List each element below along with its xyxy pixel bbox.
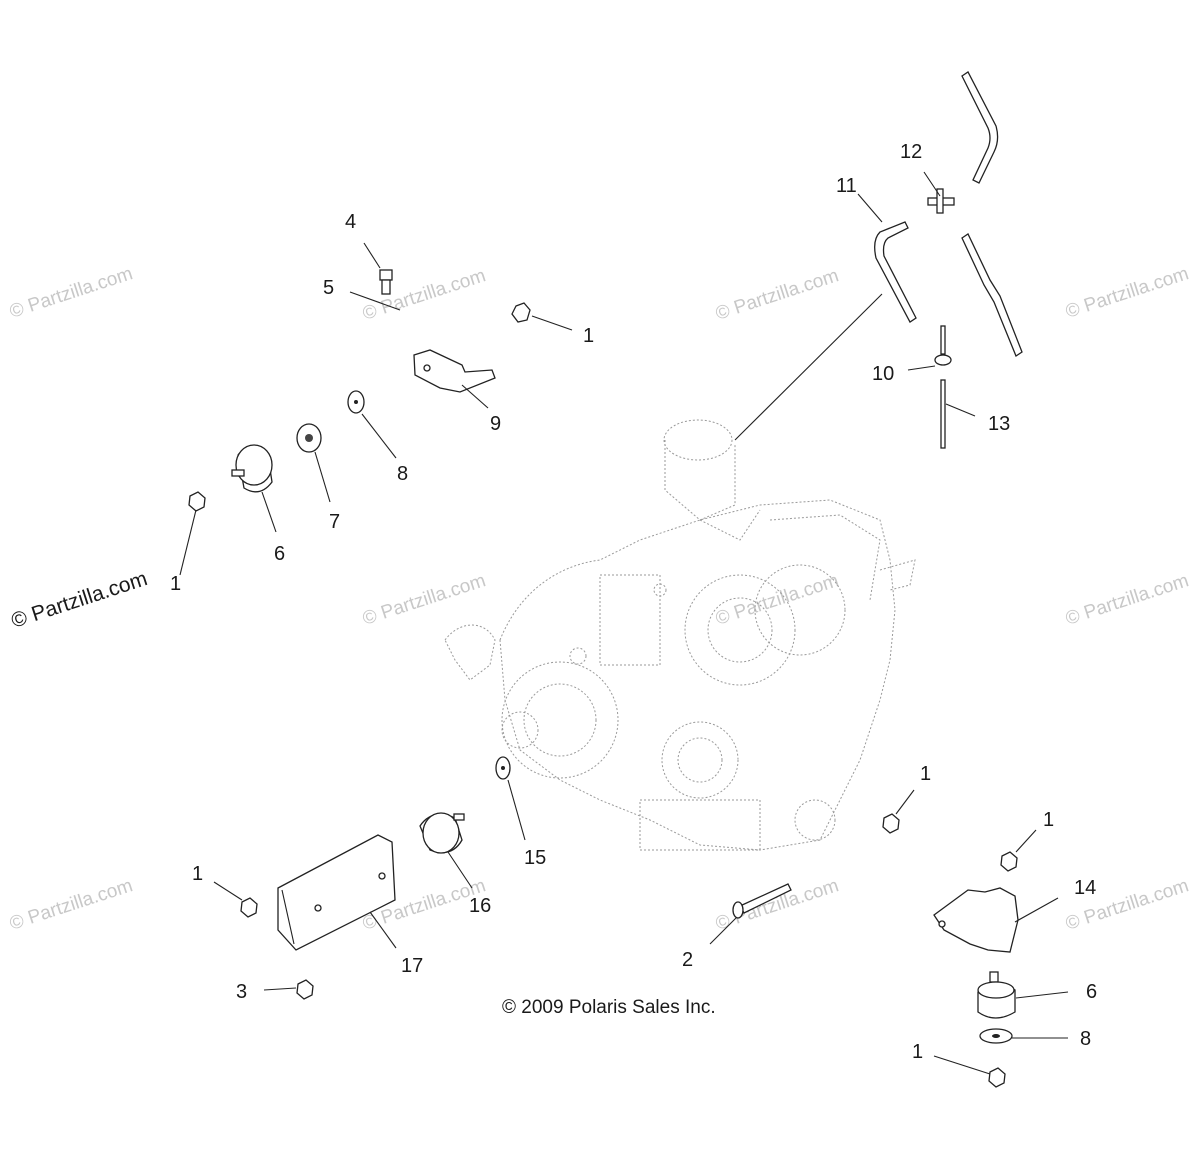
callout-5: 5 bbox=[323, 277, 334, 299]
callout-6: 6 bbox=[1086, 981, 1097, 1003]
watermarks: © Partzilla.com © Partzilla.com © Partzi… bbox=[7, 263, 1191, 935]
callout-16: 16 bbox=[469, 895, 491, 917]
part-1-nut-right bbox=[1000, 829, 1037, 872]
callout-11: 11 bbox=[836, 175, 857, 197]
watermark: © Partzilla.com bbox=[1063, 570, 1191, 630]
part-7-washer bbox=[296, 423, 331, 503]
part-14-bracket bbox=[933, 887, 1059, 953]
part-1-nut-top bbox=[511, 302, 573, 331]
part-10-13-vent bbox=[907, 325, 976, 449]
part-2-bolt bbox=[709, 883, 792, 945]
callout-1: 1 bbox=[912, 1041, 923, 1063]
part-15-washer bbox=[495, 756, 526, 841]
callout-4: 4 bbox=[345, 211, 356, 233]
callout-10: 10 bbox=[872, 363, 894, 385]
part-17-bracket bbox=[277, 834, 397, 951]
part-6-mount-left bbox=[231, 444, 277, 533]
callout-17: 17 bbox=[401, 955, 423, 977]
part-1-nut-bottom-right bbox=[933, 1055, 1006, 1088]
callout-1: 1 bbox=[583, 325, 594, 347]
watermark: © Partzilla.com bbox=[713, 265, 841, 325]
callout-6: 6 bbox=[274, 543, 285, 565]
part-6-mount-right bbox=[977, 971, 1069, 1019]
part-16-mount bbox=[419, 812, 473, 889]
part-1-nut-left bbox=[179, 491, 206, 576]
watermark: © Partzilla.com bbox=[1063, 263, 1191, 323]
callout-14: 14 bbox=[1074, 877, 1096, 899]
callout-1: 1 bbox=[192, 863, 203, 885]
part-9-bracket bbox=[413, 349, 496, 409]
engine-illustration bbox=[444, 419, 916, 851]
callout-3: 3 bbox=[236, 981, 247, 1003]
watermark: © Partzilla.com bbox=[7, 875, 135, 935]
part-5-pin bbox=[349, 291, 401, 311]
part-1-nut-mid-right bbox=[882, 789, 915, 834]
part-8-washer-left bbox=[347, 390, 397, 459]
callout-1: 1 bbox=[920, 763, 931, 785]
callout-12: 12 bbox=[900, 141, 922, 163]
part-11-hose bbox=[734, 193, 917, 441]
watermark: © Partzilla.com bbox=[360, 570, 488, 630]
watermark: © Partzilla.com bbox=[713, 570, 841, 630]
watermark: © Partzilla.com bbox=[360, 265, 488, 325]
callout-8: 8 bbox=[397, 463, 408, 485]
callout-15: 15 bbox=[524, 847, 546, 869]
watermark-dark: © Partzilla.com bbox=[8, 567, 150, 633]
copyright-text: © 2009 Polaris Sales Inc. bbox=[502, 997, 716, 1018]
part-12-tee-fitting bbox=[923, 171, 955, 214]
part-3-nut bbox=[263, 979, 314, 1000]
callout-labels: 1 1 1 1 1 1 2 3 4 5 6 6 7 8 8 9 10 11 12… bbox=[170, 141, 1097, 1063]
callout-7: 7 bbox=[329, 511, 340, 533]
watermark: © Partzilla.com bbox=[713, 875, 841, 935]
callout-1: 1 bbox=[170, 573, 181, 595]
part-8-washer-right bbox=[979, 1028, 1068, 1044]
part-4-bolt bbox=[363, 242, 393, 295]
callout-13: 13 bbox=[988, 413, 1010, 435]
callout-1: 1 bbox=[1043, 809, 1054, 831]
part-1-nut-lower-left bbox=[213, 881, 258, 918]
callout-2: 2 bbox=[682, 949, 693, 971]
part-hose-upper-right bbox=[961, 71, 1023, 357]
callout-9: 9 bbox=[490, 413, 501, 435]
callout-8: 8 bbox=[1080, 1028, 1091, 1050]
watermark: © Partzilla.com bbox=[7, 263, 135, 323]
